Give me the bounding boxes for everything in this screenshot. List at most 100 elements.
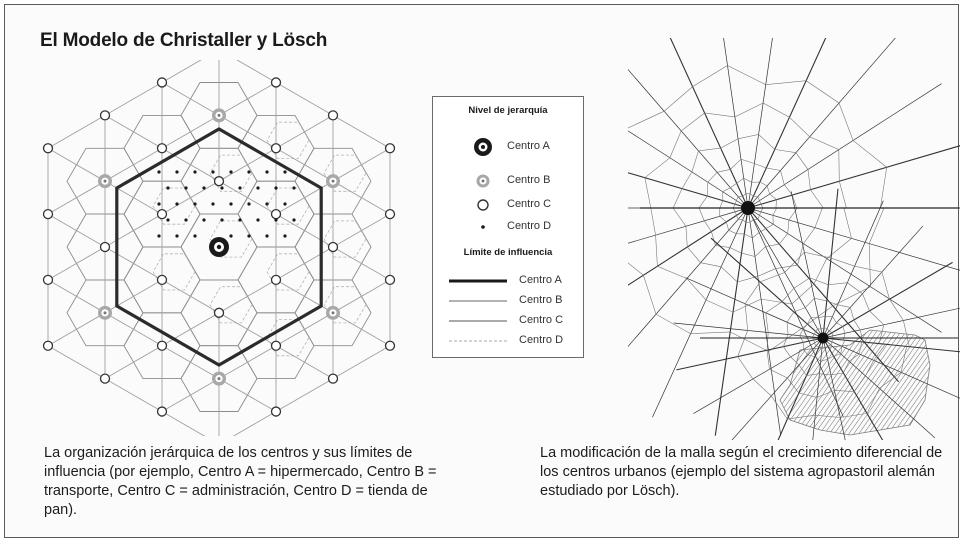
centro-c-node (99, 110, 111, 121)
connection-line (275, 312, 334, 347)
limit-c-line-icon (449, 320, 507, 322)
connection-line (232, 411, 277, 436)
concentric-ring (811, 327, 833, 349)
connection-line (161, 279, 220, 314)
hexagon-cell (294, 279, 372, 347)
caption-left: La organización jerárquica de los centro… (44, 445, 437, 518)
connection-line (218, 114, 277, 149)
connection-line (47, 345, 106, 380)
radial-road (812, 337, 824, 440)
centro-d-node (157, 234, 161, 238)
centro-c-symbol-icon (477, 199, 489, 211)
hexagon-cell-dashed (266, 253, 310, 291)
centro-d-node (229, 170, 233, 174)
hexagon-cell-dashed (152, 187, 196, 225)
hexagon-cell-dashed (152, 253, 196, 291)
connection-line (218, 345, 277, 380)
limit-a-line-icon (449, 279, 507, 283)
centro-c-node (384, 143, 396, 154)
centro-a-hexagon (115, 127, 323, 367)
connection-line (236, 60, 277, 83)
radial-road (628, 68, 749, 209)
connection-line (104, 345, 163, 380)
centro-d-node (238, 186, 242, 190)
centro-a-symbol-icon (474, 138, 492, 156)
centro-b-symbol-icon (476, 174, 490, 188)
legend-row-limit-a: Centro A (433, 271, 583, 291)
connection-line (332, 114, 391, 149)
radial-road (628, 207, 749, 348)
radial-road (685, 277, 824, 339)
connection-line (47, 114, 106, 149)
centro-c-node (384, 208, 396, 220)
centro-d-node (256, 186, 260, 190)
legend-row-centro-a: Centro A (433, 137, 583, 157)
centro-d-node (247, 202, 251, 206)
radial-road (747, 207, 900, 383)
radial-road (747, 145, 960, 209)
centro-d-node (166, 218, 170, 222)
centro-b-node-core (103, 179, 107, 183)
connection-line (218, 378, 277, 412)
radial-road (673, 322, 824, 339)
radial-road (747, 207, 960, 271)
radial-road (822, 200, 884, 339)
centro-c-node (327, 241, 339, 253)
centro-c-node (42, 208, 54, 220)
legend-hierarchy-label: Centro B (507, 174, 551, 186)
connection-line (47, 312, 106, 347)
centro-c-node (42, 340, 54, 351)
centro-b-node-core (331, 311, 335, 315)
centro-b-node-core (103, 311, 107, 315)
hexagon-cell-dashed (323, 220, 367, 258)
centro-d-node (274, 218, 278, 222)
centro-c-node (270, 406, 282, 417)
concentric-ring (765, 277, 886, 398)
centro-d-node (202, 186, 206, 190)
legend-hierarchy-label: Centro D (507, 220, 552, 232)
centro-d-node (265, 170, 269, 174)
radial-road (676, 337, 824, 371)
radial-road (822, 337, 960, 353)
hatched-agricultural-zone (779, 329, 931, 436)
centro-c-node (327, 373, 339, 384)
centro-d-node (265, 202, 269, 206)
centro-d-node (283, 170, 287, 174)
connection-line (161, 378, 220, 412)
connection-line (332, 345, 391, 380)
connection-line (332, 312, 391, 347)
radial-road (628, 207, 749, 244)
hexagon-cell-dashed (209, 154, 253, 192)
centro-d-node (265, 234, 269, 238)
radial-road (822, 337, 846, 440)
radial-road (628, 207, 749, 286)
centro-d-node (292, 218, 296, 222)
figure-title: El Modelo de Christaller y Lösch (40, 30, 328, 51)
centro-a-boundary (115, 127, 323, 367)
connection-line (161, 114, 220, 149)
radial-road (747, 208, 824, 339)
centro-d-node (157, 170, 161, 174)
centro-d-node (238, 218, 242, 222)
radial-road (747, 38, 896, 209)
connection-line (104, 279, 163, 314)
centro-c-node (156, 143, 168, 154)
centro-c-node (156, 406, 168, 417)
connection-line (161, 345, 220, 380)
radial-road (710, 237, 824, 339)
connection-line (275, 378, 334, 412)
connection-line (161, 411, 206, 436)
centro-c-node (42, 274, 54, 286)
centro-d-node (247, 234, 251, 238)
major-centers (741, 201, 829, 344)
connection-line (104, 378, 163, 412)
centro-c-node (384, 340, 396, 351)
connection-line (47, 180, 106, 215)
centro-d-node (211, 202, 215, 206)
connection-line (218, 312, 277, 347)
connection-line (161, 147, 220, 182)
centro-d-node (193, 234, 197, 238)
connection-line (332, 213, 391, 248)
radial-road (747, 83, 942, 209)
concentric-ring (783, 297, 864, 376)
